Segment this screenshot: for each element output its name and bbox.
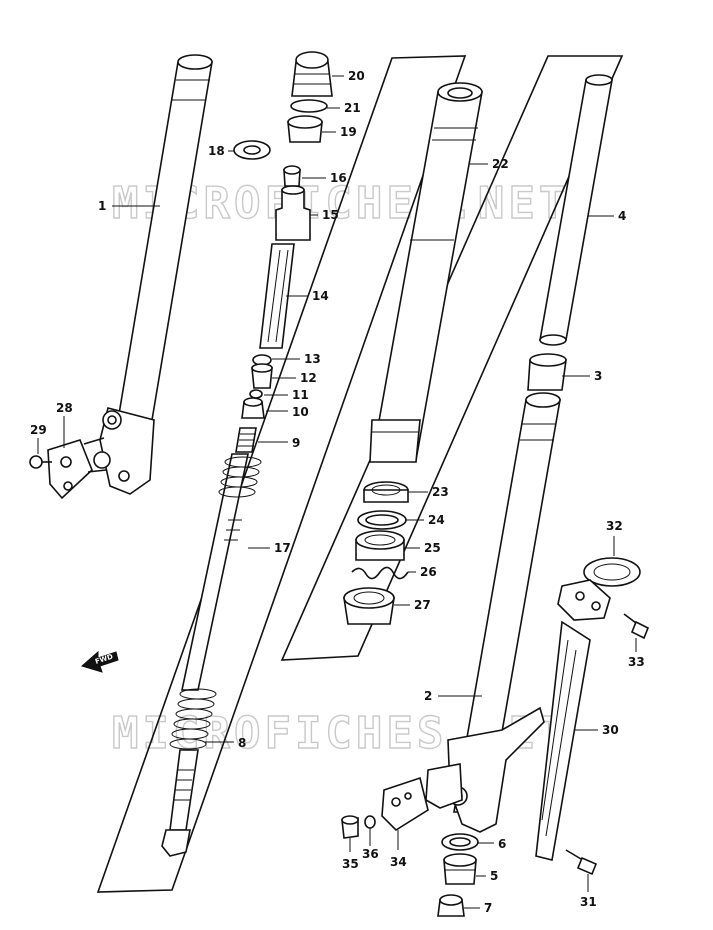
callout-26: 26 bbox=[420, 565, 437, 579]
callout-23: 23 bbox=[432, 485, 449, 499]
clamp-32 bbox=[557, 557, 641, 621]
fork-guard-30 bbox=[535, 620, 591, 861]
callout-15: 15 bbox=[322, 208, 339, 222]
callout-18: 18 bbox=[208, 144, 225, 158]
spacer-19 bbox=[287, 115, 323, 143]
callout-21: 21 bbox=[344, 101, 361, 115]
callout-27: 27 bbox=[414, 598, 431, 612]
washer-24 bbox=[357, 510, 407, 530]
bracket-left bbox=[47, 437, 107, 500]
callout-9: 9 bbox=[292, 436, 300, 450]
oil-seal-25 bbox=[355, 530, 405, 561]
bolt-31 bbox=[565, 849, 598, 876]
drain-bolt-5 bbox=[443, 853, 477, 885]
fork-spring-8 bbox=[161, 688, 217, 857]
callout-11: 11 bbox=[292, 388, 309, 402]
leader-lines bbox=[37, 75, 637, 909]
callout-labels: 1 2 3 4 5 6 7 8 9 10 11 12 13 14 15 16 1… bbox=[30, 69, 645, 915]
bracket-34 bbox=[381, 776, 429, 832]
callout-29: 29 bbox=[30, 423, 47, 437]
spacer-15 bbox=[275, 185, 311, 241]
callout-19: 19 bbox=[340, 125, 357, 139]
callout-7: 7 bbox=[484, 901, 492, 915]
bolt-33 bbox=[623, 613, 650, 640]
bushing-12 bbox=[251, 363, 273, 389]
washer-18 bbox=[233, 140, 271, 160]
callout-3: 3 bbox=[594, 369, 602, 383]
callout-34: 34 bbox=[390, 855, 407, 869]
callout-12: 12 bbox=[300, 371, 317, 385]
callout-36: 36 bbox=[362, 847, 379, 861]
callout-30: 30 bbox=[602, 723, 619, 737]
cap-35 bbox=[341, 815, 359, 839]
washer-11 bbox=[249, 389, 263, 399]
callout-24: 24 bbox=[428, 513, 445, 527]
callout-14: 14 bbox=[312, 289, 329, 303]
o-ring-21 bbox=[290, 99, 328, 113]
inner-tube-right bbox=[539, 74, 613, 346]
cap-7 bbox=[437, 894, 465, 917]
cap-bolt-20 bbox=[291, 51, 333, 97]
outer-tube-center bbox=[369, 82, 483, 463]
bolt-29 bbox=[29, 455, 52, 469]
collar-16 bbox=[283, 165, 301, 187]
callout-5: 5 bbox=[490, 869, 498, 883]
dust-seal-27 bbox=[343, 587, 395, 625]
callout-17: 17 bbox=[274, 541, 291, 555]
callout-25: 25 bbox=[424, 541, 441, 555]
callout-22: 22 bbox=[492, 157, 509, 171]
callout-33: 33 bbox=[628, 655, 645, 669]
callout-32: 32 bbox=[606, 519, 623, 533]
outer-tube-right bbox=[425, 392, 561, 833]
callout-8: 8 bbox=[238, 736, 246, 750]
callout-10: 10 bbox=[292, 405, 309, 419]
callout-2: 2 bbox=[424, 689, 432, 703]
callout-1: 1 bbox=[98, 199, 106, 213]
bushing-3 bbox=[527, 353, 567, 391]
washer-36 bbox=[364, 815, 376, 829]
callout-35: 35 bbox=[342, 857, 359, 871]
outer-tube-left bbox=[93, 54, 213, 495]
spring-guide-14 bbox=[259, 243, 295, 349]
left-assembly-outline bbox=[96, 55, 467, 893]
callout-4: 4 bbox=[618, 209, 626, 223]
callout-13: 13 bbox=[304, 352, 321, 366]
callout-20: 20 bbox=[348, 69, 365, 83]
damper-rod-17 bbox=[181, 453, 262, 691]
clip-26 bbox=[351, 566, 409, 580]
callout-28: 28 bbox=[56, 401, 73, 415]
gasket-6 bbox=[441, 833, 479, 851]
callout-31: 31 bbox=[580, 895, 597, 909]
nut-10 bbox=[241, 397, 265, 419]
forward-direction-arrow: FWD bbox=[80, 650, 119, 673]
callout-16: 16 bbox=[330, 171, 347, 185]
threaded-end-9 bbox=[235, 427, 257, 453]
callout-6: 6 bbox=[498, 837, 506, 851]
bushing-23 bbox=[363, 481, 409, 503]
